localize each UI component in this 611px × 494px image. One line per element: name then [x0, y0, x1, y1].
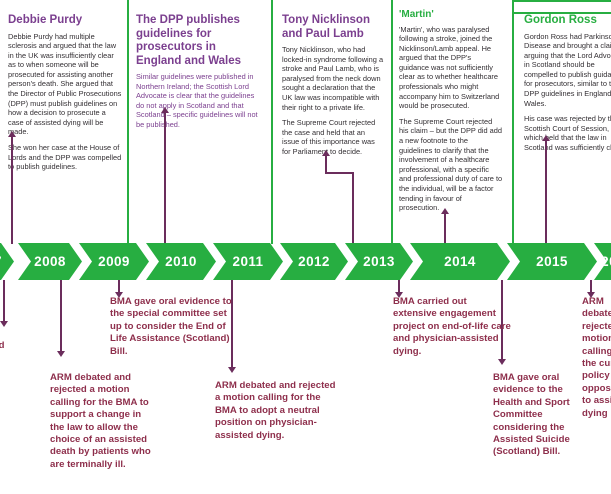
- timeline-year-label: 2009: [98, 254, 130, 269]
- event-card-debbie-purdy: Debbie Purdy Debbie Purdy had multiple s…: [8, 14, 122, 178]
- timeline-band: 7 2008 2009 2010 2011 2012 2013 2014 201…: [0, 243, 611, 280]
- timeline-year-label: 2015: [536, 254, 568, 269]
- timeline-year-2009[interactable]: 2009: [79, 243, 149, 280]
- timeline-year-2012[interactable]: 2012: [280, 243, 348, 280]
- event-heading: Gordon Ross: [524, 14, 597, 26]
- timeline-year-label: 2014: [444, 254, 476, 269]
- timeline-year-2008[interactable]: 2008: [18, 243, 82, 280]
- connector-note-2007: [3, 280, 5, 322]
- timeline-year-label: 2008: [34, 254, 66, 269]
- note-2014-engagement: BMA carried out extensive engagement pro…: [393, 296, 511, 357]
- event-paragraph: Debbie Purdy had multiple sclerosis and …: [8, 31, 122, 137]
- connector-gordon-ross: [545, 140, 547, 244]
- event-paragraph: Gordon Ross had Parkinson's Disease and …: [524, 31, 611, 108]
- connector-note-2014-engagement: [398, 280, 400, 294]
- gordon-ross-box-top: [512, 0, 611, 2]
- timeline-year-label: 2012: [298, 254, 330, 269]
- event-card-gordon-ross: Gordon Ross Gordon Ross had Parkinson's …: [524, 14, 611, 159]
- connector-nicklinson-vert-left: [325, 155, 327, 173]
- connector-note-2010-oral: [118, 280, 120, 294]
- connector-note-2012-arm: [231, 280, 233, 368]
- timeline-year-label: 2010: [165, 254, 197, 269]
- connector-arrow-note-2012-icon: [228, 367, 236, 373]
- note-2010-oral: BMA gave oral evidence to the special co…: [110, 296, 232, 357]
- timeline-year-label: 7: [0, 254, 2, 269]
- timeline-year-2011[interactable]: 2011: [213, 243, 283, 280]
- connector-arrow-note-2010-icon: [115, 292, 123, 298]
- event-paragraph: The Supreme Court rejected the case and …: [282, 118, 376, 156]
- card-separator-line: [271, 0, 273, 244]
- connector-martin: [444, 213, 446, 244]
- connector-arrow-debbie-purdy-icon: [8, 131, 16, 137]
- timeline-year-label: 2011: [232, 254, 264, 269]
- timeline-year-2010[interactable]: 2010: [146, 243, 216, 280]
- connector-arrow-note-2007-icon: [0, 321, 8, 327]
- connector-debbie-purdy: [11, 136, 13, 244]
- event-heading: Debbie Purdy: [8, 14, 83, 26]
- event-paragraph: She won her case at the House of Lords a…: [8, 143, 122, 172]
- event-paragraph: Tony Nicklinson, who had locked-in syndr…: [282, 45, 384, 112]
- connector-arrow-nicklinson-icon: [322, 150, 330, 156]
- event-heading: Tony Nicklinson and Paul Lamb: [282, 14, 370, 40]
- event-card-martin: 'Martin' 'Martin', who was paralysed fol…: [399, 8, 503, 219]
- event-card-dpp-guidelines: The DPP publishes guidelines for prosecu…: [136, 14, 262, 136]
- gordon-ross-box-bottom: [512, 12, 611, 14]
- connector-arrow-note-2014-icon: [395, 292, 403, 298]
- timeline-year-2015[interactable]: 2015: [507, 243, 597, 280]
- timeline-year-label: 2016: [601, 254, 610, 269]
- event-paragraph: His case was rejected by the Scottish Co…: [524, 114, 611, 153]
- card-separator-line: [391, 0, 393, 244]
- connector-dpp-guidelines: [164, 112, 166, 244]
- timeline-year-2014[interactable]: 2014: [410, 243, 510, 280]
- connector-nicklinson-elbow: [325, 172, 353, 174]
- connector-arrow-note-2015-icon: [498, 359, 506, 365]
- card-separator-line: [512, 0, 514, 244]
- connector-arrow-gordon-ross-icon: [542, 135, 550, 141]
- timeline-year-label: 2013: [363, 254, 395, 269]
- note-2016-arm: ARM debated and rejected a motion callin…: [582, 296, 611, 419]
- connector-arrow-note-2009-icon: [57, 351, 65, 357]
- note-2007: ARM debated and rejected a motion callin…: [0, 340, 5, 352]
- connector-arrow-note-2016-icon: [587, 292, 595, 298]
- event-paragraph: The Supreme Court rejected his claim – b…: [399, 116, 503, 213]
- connector-note-2016-arm: [590, 280, 592, 294]
- event-paragraph: Similar guidelines were published in Nor…: [136, 72, 258, 129]
- timeline-year-2007[interactable]: 7: [0, 243, 14, 280]
- event-heading: 'Martin': [399, 9, 434, 20]
- connector-note-2009-arm: [60, 280, 62, 352]
- note-2009-arm: ARM debated and rejected a motion callin…: [50, 372, 151, 470]
- connector-nicklinson-vert-right: [352, 172, 354, 244]
- event-card-nicklinson-lamb: Tony Nicklinson and Paul Lamb Tony Nickl…: [282, 14, 384, 163]
- note-2015-oral: BMA gave oral evidence to the Health and…: [493, 372, 570, 458]
- connector-arrow-dpp-icon: [161, 107, 169, 113]
- note-2012-arm: ARM debated and rejected a motion callin…: [215, 380, 336, 441]
- connector-note-2015-oral: [501, 280, 503, 360]
- timeline-year-2013[interactable]: 2013: [345, 243, 413, 280]
- event-paragraph: 'Martin', who was paralysed following a …: [399, 24, 500, 111]
- connector-arrow-martin-icon: [441, 208, 449, 214]
- event-heading: The DPP publishes guidelines for prosecu…: [136, 14, 242, 67]
- card-separator-line: [127, 0, 129, 244]
